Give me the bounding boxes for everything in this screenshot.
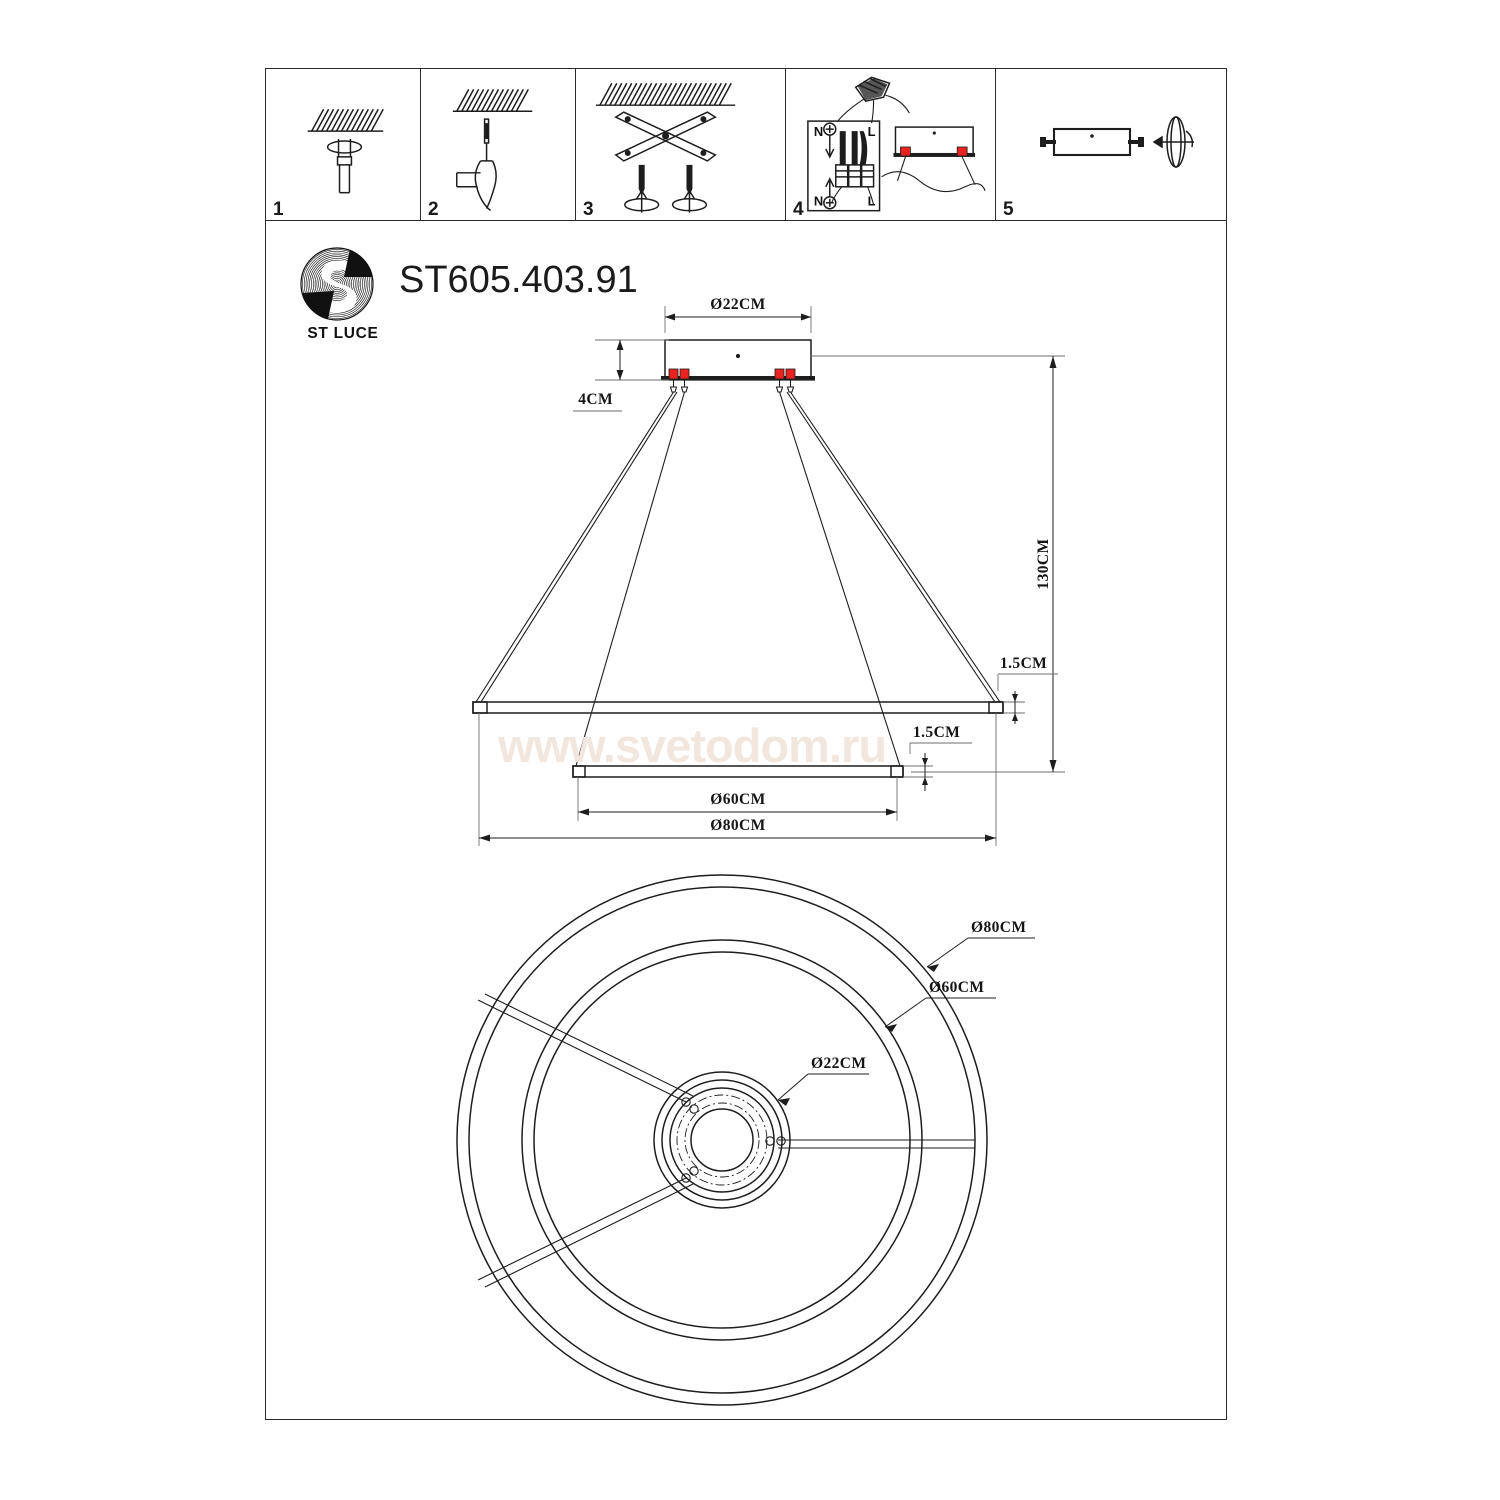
dim-label-inner-ring-thickness: 1.5CM [913,724,960,741]
terminal-label-n-top: N [814,124,823,139]
dim-canopy-diameter: Ø22CM [664,296,812,333]
terminal-block-right-b [785,368,796,380]
elevation-view: Ø22CM 4CM 130CM 1.5CM [472,296,1065,846]
step-cell-3: 3 [576,69,786,220]
step-cell-1: 1 [266,69,421,220]
installation-steps-strip: 1 [265,68,1227,221]
brand-block: ST LUCE ST605.403.91 [300,247,720,357]
dim-label-canopy-diameter: Ø22CM [710,296,765,313]
dim-label-suspension-height: 130CM [1035,538,1052,589]
dim-label-canopy-height: 4CM [578,391,613,408]
terminal-label-l-top: L [868,124,876,139]
step-number: 4 [793,199,804,220]
outer-ring-profile [472,701,1004,714]
plan-center-hub [653,1071,791,1209]
step-number: 2 [428,199,439,220]
brand-name: ST LUCE [307,325,379,342]
dim-inner-ring-thickness: 1.5CM [903,724,972,791]
ceiling-drill-anchor-icon [307,108,384,194]
step-cell-2: 2 [421,69,576,220]
dim-plan-inner-diameter: Ø60CM [884,979,996,1032]
step-number: 5 [1003,199,1014,220]
dim-outer-ring-thickness: 1.5CM [997,655,1058,724]
inner-ring-profile [572,765,904,778]
st-luce-logo-icon [300,247,374,321]
terminal-block-left-b [679,368,690,380]
plan-view: Ø80CM Ø60CM Ø22CM [456,874,1035,1406]
dim-inner-ring-diameter: Ø60CM [577,777,898,821]
product-code: ST605.403.91 [399,259,638,301]
dim-label-inner-ring-diameter: Ø60CM [710,791,765,808]
screwdriver-icon [452,89,533,212]
dim-label-plan-hub-diameter: Ø22CM [811,1055,866,1072]
dim-plan-hub-diameter: Ø22CM [777,1055,869,1106]
dim-plan-outer-diameter: Ø80CM [926,919,1035,972]
step-number: 1 [273,199,284,220]
dim-label-plan-outer-diameter: Ø80CM [971,919,1026,936]
dim-suspension-height: 130CM [811,355,1065,773]
terminal-block-left-a [668,368,679,380]
step-cell-5: 5 [996,69,1225,220]
suspension-cables [475,391,1001,767]
dim-label-plan-inner-diameter: Ø60CM [929,979,984,996]
dim-outer-ring-diameter: Ø80CM [478,713,997,846]
plan-radial-cables [477,993,975,1288]
cross-bracket-screws-icon [595,82,736,213]
dim-label-outer-ring-diameter: Ø80CM [710,817,765,834]
plan-cable-anchors [681,1097,786,1183]
terminal-block-right-a [774,368,785,380]
wiring-terminal-icon: N L N L [807,76,986,212]
step-cell-4: N L N L [786,69,996,220]
dim-canopy-height: 4CM [573,339,669,412]
terminal-label-l-bottom: L [868,194,876,209]
step-number: 3 [583,199,594,220]
ceiling-canopy [661,339,815,393]
terminal-label-n-bottom: N [814,194,823,209]
canopy-screw-icon [1040,116,1194,168]
dim-label-outer-ring-thickness: 1.5CM [1000,655,1047,672]
